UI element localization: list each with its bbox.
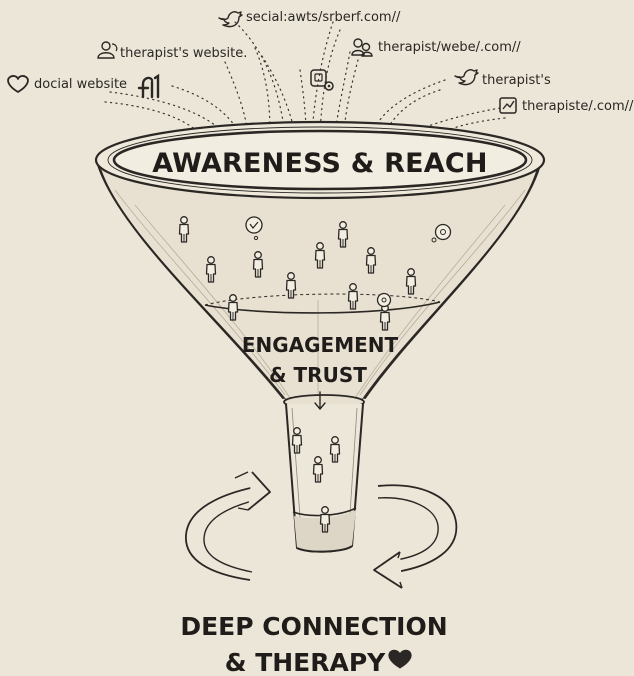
website-logo-icon bbox=[137, 73, 160, 99]
source-label: therapist/webe/.com// bbox=[378, 40, 521, 55]
twitter-icon bbox=[218, 11, 243, 28]
person-icon bbox=[319, 506, 331, 533]
source-label: docial website bbox=[34, 77, 127, 92]
person-icon bbox=[291, 427, 303, 454]
person-icon bbox=[329, 436, 341, 463]
person-icon bbox=[365, 247, 377, 274]
stage-engagement-label: ENGAGEMENT bbox=[242, 333, 399, 357]
stage-awareness-label: AWARENESS & REACH bbox=[152, 148, 487, 179]
source-connector-lines bbox=[104, 21, 506, 135]
person-icon bbox=[285, 272, 297, 299]
stage-connection-label: & THERAPY bbox=[225, 648, 386, 676]
stage-engagement-label: & TRUST bbox=[269, 363, 367, 387]
group-icon bbox=[351, 38, 373, 57]
heart-icon bbox=[388, 649, 412, 669]
person-icon bbox=[314, 242, 326, 269]
person-icon bbox=[347, 283, 359, 310]
chart-icon bbox=[499, 97, 517, 114]
speech-bubble-icon bbox=[431, 223, 452, 243]
person-icon bbox=[178, 216, 190, 243]
cycle-arrow-right bbox=[373, 484, 458, 589]
person-icon bbox=[379, 304, 391, 331]
person-icon bbox=[97, 41, 118, 59]
source-label: therapist's website. bbox=[120, 46, 247, 61]
speech-bubble-icon bbox=[376, 292, 392, 308]
person-icon bbox=[337, 221, 349, 248]
person-icon bbox=[227, 294, 239, 321]
person-icon bbox=[312, 456, 324, 483]
down-arrow-icon bbox=[314, 391, 326, 411]
funnel-body bbox=[94, 120, 546, 553]
stage-connection-label: DEEP CONNECTION bbox=[180, 612, 447, 641]
person-icon bbox=[205, 256, 217, 283]
source-label: therapiste/.com// bbox=[522, 99, 634, 114]
phone-location-icon bbox=[310, 69, 334, 91]
heart-icon bbox=[7, 75, 29, 93]
person-icon bbox=[405, 268, 417, 295]
speech-bubble-icon bbox=[245, 216, 263, 241]
person-icon bbox=[252, 251, 264, 278]
source-label: secial:awts/srberf.com// bbox=[246, 10, 401, 25]
twitter-icon bbox=[454, 69, 479, 86]
cycle-arrow-left bbox=[185, 471, 271, 581]
source-label: therapist's bbox=[482, 73, 551, 88]
